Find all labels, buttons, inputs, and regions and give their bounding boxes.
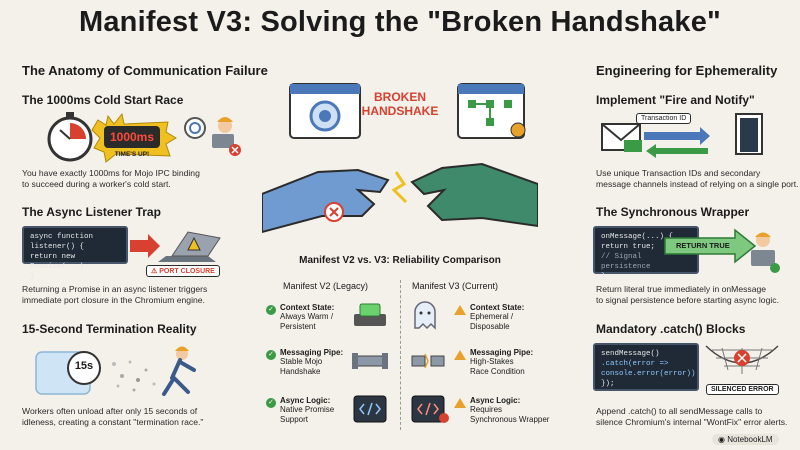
- cold-start-body: You have exactly 1000ms for Mojo IPC bin…: [22, 168, 200, 189]
- closing-laptop-icon: [158, 231, 221, 262]
- arrow-icon: [130, 234, 160, 258]
- left-hand-icon: [262, 168, 390, 234]
- network-diagram-window-icon: [457, 83, 526, 139]
- browser-window-icon: [289, 83, 361, 139]
- sync-wrapper-body: Return literal true immediately in onMes…: [596, 284, 779, 305]
- safety-net-illustration: [705, 345, 779, 374]
- pipe-broken-icon: [411, 353, 445, 369]
- port-closure-badge: ⚠ PORT CLOSURE: [146, 265, 220, 277]
- timer-label: 1000ms: [109, 130, 155, 144]
- check-icon: ✓: [266, 398, 276, 408]
- fire-notify-title: Implement "Fire and Notify": [596, 93, 755, 107]
- right-section-heading: Engineering for Ephemerality: [596, 63, 778, 78]
- right-arrow-icon: [664, 228, 757, 264]
- warning-icon: [454, 350, 466, 360]
- cold-start-illustration: [47, 112, 241, 163]
- fire-notify-body: Use unique Transaction IDs and secondary…: [596, 168, 799, 189]
- termination-timer: 15s: [74, 360, 94, 372]
- timer-badge: [91, 112, 177, 163]
- envelope-icon: [601, 123, 642, 152]
- worker-laptop-icon: [751, 232, 780, 273]
- sync-code-block: onMessage(...) { return true; // Signal …: [593, 226, 699, 281]
- double-arrow-icon: [644, 127, 710, 158]
- dissolving-particles: [112, 360, 156, 392]
- notebooklm-logo-icon: ◉: [718, 435, 728, 444]
- page-title: Manifest V3: Solving the "Broken Handsha…: [78, 6, 721, 38]
- ghost-icon: [414, 301, 436, 330]
- comparison-title: Manifest V2 vs. V3: Reliability Comparis…: [299, 255, 501, 266]
- return-true-label: RETURN TRUE: [676, 241, 730, 250]
- left-section-heading: The Anatomy of Communication Failure: [22, 63, 268, 78]
- stopwatch-icon: [47, 112, 93, 162]
- sync-wrapper-title: The Synchronous Wrapper: [596, 205, 750, 219]
- code-window-icon: [353, 395, 387, 423]
- broken-handshake-illustration: [262, 83, 538, 234]
- notebooklm-badge: ◉ NotebookLM: [712, 434, 779, 445]
- async-code-block: async function listener() { return new P…: [22, 226, 128, 281]
- times-up-label: TIME'S UP!: [114, 151, 150, 158]
- v3-row-1: Context State: Ephemeral / Disposable: [470, 303, 525, 331]
- v2-heading: Manifest V2 (Legacy): [283, 281, 369, 291]
- async-trap-title: The Async Listener Trap: [22, 205, 161, 219]
- check-icon: ✓: [266, 305, 276, 315]
- ice-cube-icon: [35, 351, 101, 395]
- transaction-id-tag: Transaction ID: [636, 113, 692, 124]
- comparison-divider: [400, 280, 401, 430]
- termination-title: 15-Second Termination Reality: [22, 322, 197, 336]
- v3-row-2: Messaging Pipe: High-Stakes Race Conditi…: [470, 348, 534, 376]
- return-true-illustration: [664, 228, 780, 273]
- cold-start-title: The 1000ms Cold Start Race: [22, 93, 184, 107]
- worker-laptop-icon: [212, 117, 241, 156]
- catch-code-block: sendMessage() .catch(error => console.er…: [593, 343, 699, 391]
- pipe-intact-icon: [352, 353, 388, 369]
- v3-heading: Manifest V3 (Current): [412, 281, 499, 291]
- v2-row-2: Messaging Pipe: Stable Mojo Handshake: [280, 348, 344, 376]
- v2-row-3: Async Logic: Native Promise Support: [280, 396, 335, 424]
- async-trap-body: Returning a Promise in an async listener…: [22, 284, 208, 305]
- broken-handshake-label: BROKEN HANDSHAKE: [361, 90, 439, 118]
- check-icon: ✓: [266, 350, 276, 360]
- right-hand-icon: [410, 162, 538, 228]
- warning-icon: [454, 305, 466, 315]
- warning-icon: [454, 398, 466, 408]
- server-warm-icon: [354, 303, 386, 326]
- v3-row-3: Async Logic: Requires Synchronous Wrappe…: [470, 396, 550, 424]
- error-x-icon: [324, 202, 344, 222]
- async-trap-illustration: [130, 231, 221, 262]
- code-error-icon: [411, 395, 449, 423]
- catch-blocks-body: Append .catch() to all sendMessage calls…: [596, 406, 788, 427]
- v2-row-1: Context State: Always Warm / Persistent: [280, 303, 335, 331]
- termination-body: Workers often unload after only 15 secon…: [22, 406, 204, 427]
- silenced-error-badge: SILENCED ERROR: [706, 384, 779, 395]
- fire-notify-illustration: [601, 113, 763, 158]
- catch-blocks-title: Mandatory .catch() Blocks: [596, 322, 746, 336]
- ipc-connector-icon: [184, 117, 206, 139]
- running-worker-icon: [162, 346, 196, 396]
- door-icon: [735, 113, 763, 155]
- crack-spark-icon: [391, 171, 408, 204]
- termination-illustration: [35, 346, 196, 396]
